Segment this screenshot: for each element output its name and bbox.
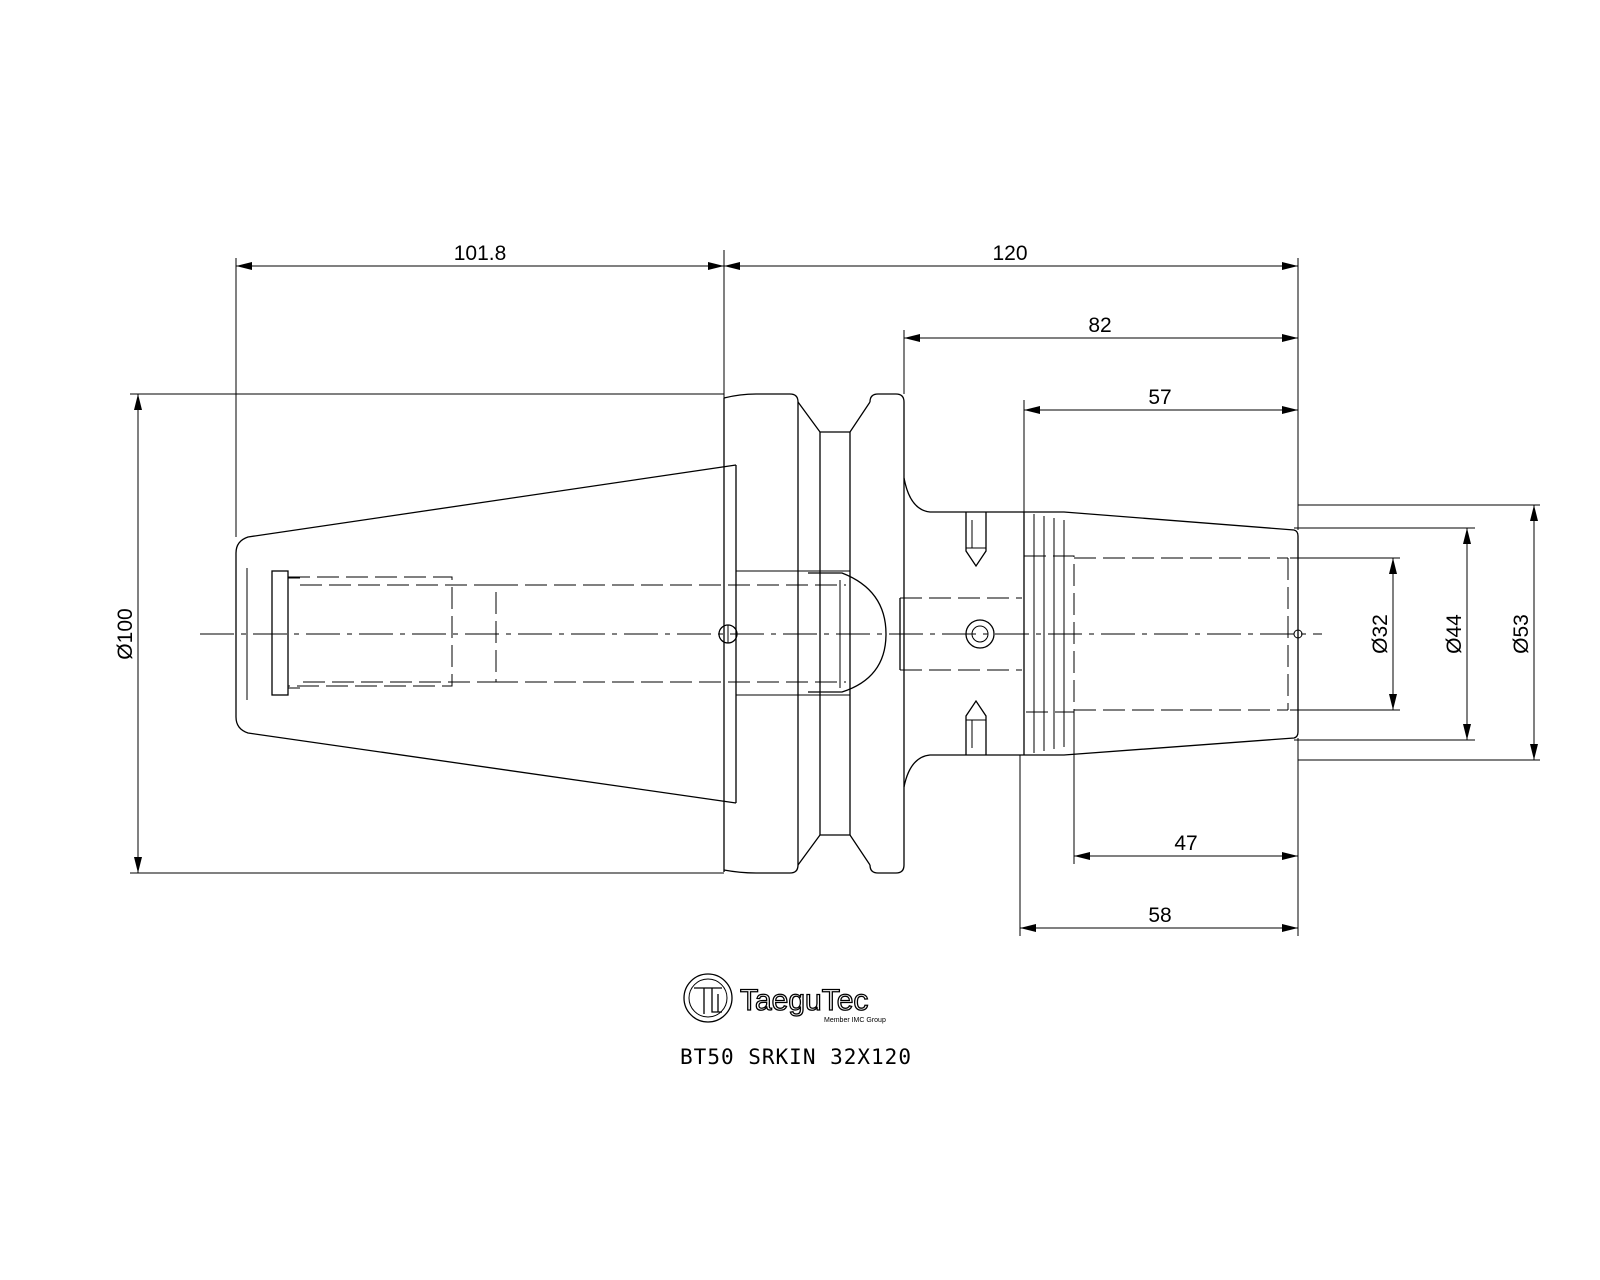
dim-57-label: 57 [1148,386,1171,409]
dimension-82: 82 [904,314,1298,342]
holder-body [899,477,1024,788]
dimension-101-8: 101.8 [236,242,724,270]
clamping-nose [1023,511,1303,756]
taper-shank [235,464,846,804]
dimension-57: 57 [1024,386,1298,414]
dimension-47: 47 [1074,832,1298,860]
dim-47-label: 47 [1174,832,1197,855]
dim-d53-label: Ø53 [1510,614,1533,654]
taegutec-logo: TaeguTec Member IMC Group [683,973,886,1024]
dim-120-label: 120 [992,242,1027,265]
dimension-d44: Ø44 [1443,528,1471,740]
brand-name: TaeguTec [740,984,868,1017]
dim-d44-label: Ø44 [1443,614,1466,654]
dim-d32-label: Ø32 [1369,614,1392,654]
flange [718,393,905,874]
brand-tagline: Member IMC Group [824,1017,886,1024]
dim-58-label: 58 [1148,904,1171,927]
dim-101-8-label: 101.8 [454,242,507,265]
dimension-d53: Ø53 [1510,505,1538,760]
dimension-d100: Ø100 [114,394,142,873]
dimension-d32: Ø32 [1369,558,1397,710]
dimension-120: 120 [724,242,1298,270]
extension-lines [130,250,1540,936]
part-number: BT50 SRKIN 32X120 [680,1045,912,1069]
dimension-58: 58 [1020,904,1298,932]
dim-82-label: 82 [1088,314,1111,337]
dim-d100-label: Ø100 [114,608,137,659]
